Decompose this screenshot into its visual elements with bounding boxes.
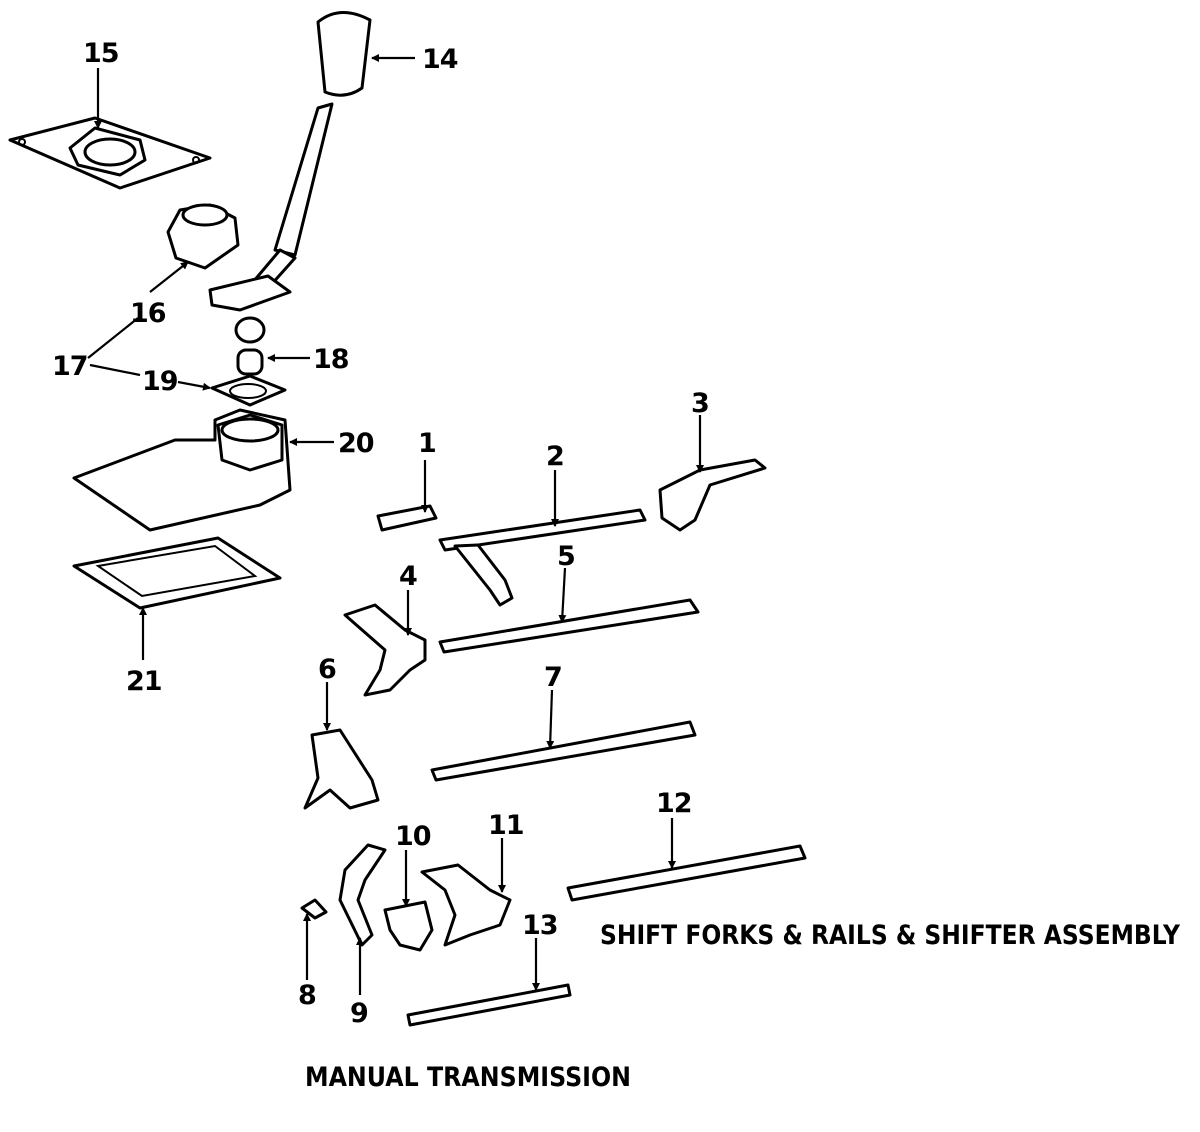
shift-rail-12: [566, 844, 807, 902]
shift-lever-9: [338, 843, 387, 947]
shift-rail-13: [406, 983, 572, 1027]
shift-lever-and-knob: [208, 11, 372, 344]
callout-19: 19: [142, 366, 178, 397]
callout-16: 16: [130, 298, 166, 329]
callout-12: 12: [656, 788, 692, 819]
housing-gasket: [72, 536, 282, 610]
shift-rail-2: [438, 508, 647, 607]
callout-20: 20: [338, 428, 374, 459]
shift-fork-3: [658, 458, 767, 532]
shift-fork-11: [420, 863, 512, 947]
callout-4: 4: [399, 561, 417, 592]
callout-3: 3: [691, 388, 709, 419]
gasket: [210, 374, 287, 407]
section-caption: SHIFT FORKS & RAILS & SHIFTER ASSEMBLY: [600, 920, 1180, 951]
boot-retainer-plate: [8, 116, 212, 190]
shift-fork-6: [303, 728, 380, 810]
callout-21: 21: [126, 666, 162, 697]
diagram-title: MANUAL TRANSMISSION: [305, 1062, 631, 1093]
callout-9: 9: [350, 998, 368, 1029]
callout-6: 6: [318, 654, 336, 685]
callout-2: 2: [546, 441, 564, 472]
shift-rail-7: [430, 720, 697, 782]
callout-8: 8: [298, 980, 316, 1011]
callout-10: 10: [395, 821, 431, 852]
callout-7: 7: [544, 662, 562, 693]
shift-rail-5: [438, 598, 700, 654]
shift-fork-4: [343, 603, 427, 697]
callout-5: 5: [557, 541, 575, 572]
callout-15: 15: [83, 38, 119, 69]
lever-seat: [236, 348, 264, 376]
small-clip: [300, 898, 328, 920]
callout-labels: 15 14 16 17 18 19 20 21 1 2 3 4 5 6 7 12…: [52, 38, 710, 1029]
callout-14: 14: [422, 44, 458, 75]
callout-13: 13: [522, 910, 558, 941]
callout-17: 17: [52, 351, 88, 382]
shift-head: [383, 900, 434, 952]
callout-11: 11: [488, 810, 524, 841]
leader-lines: [87, 54, 704, 995]
interlock-pin: [376, 504, 438, 532]
callout-18: 18: [313, 344, 349, 375]
shifter-housing: [72, 408, 292, 532]
shift-boot: [166, 203, 240, 270]
callout-1: 1: [418, 428, 436, 459]
